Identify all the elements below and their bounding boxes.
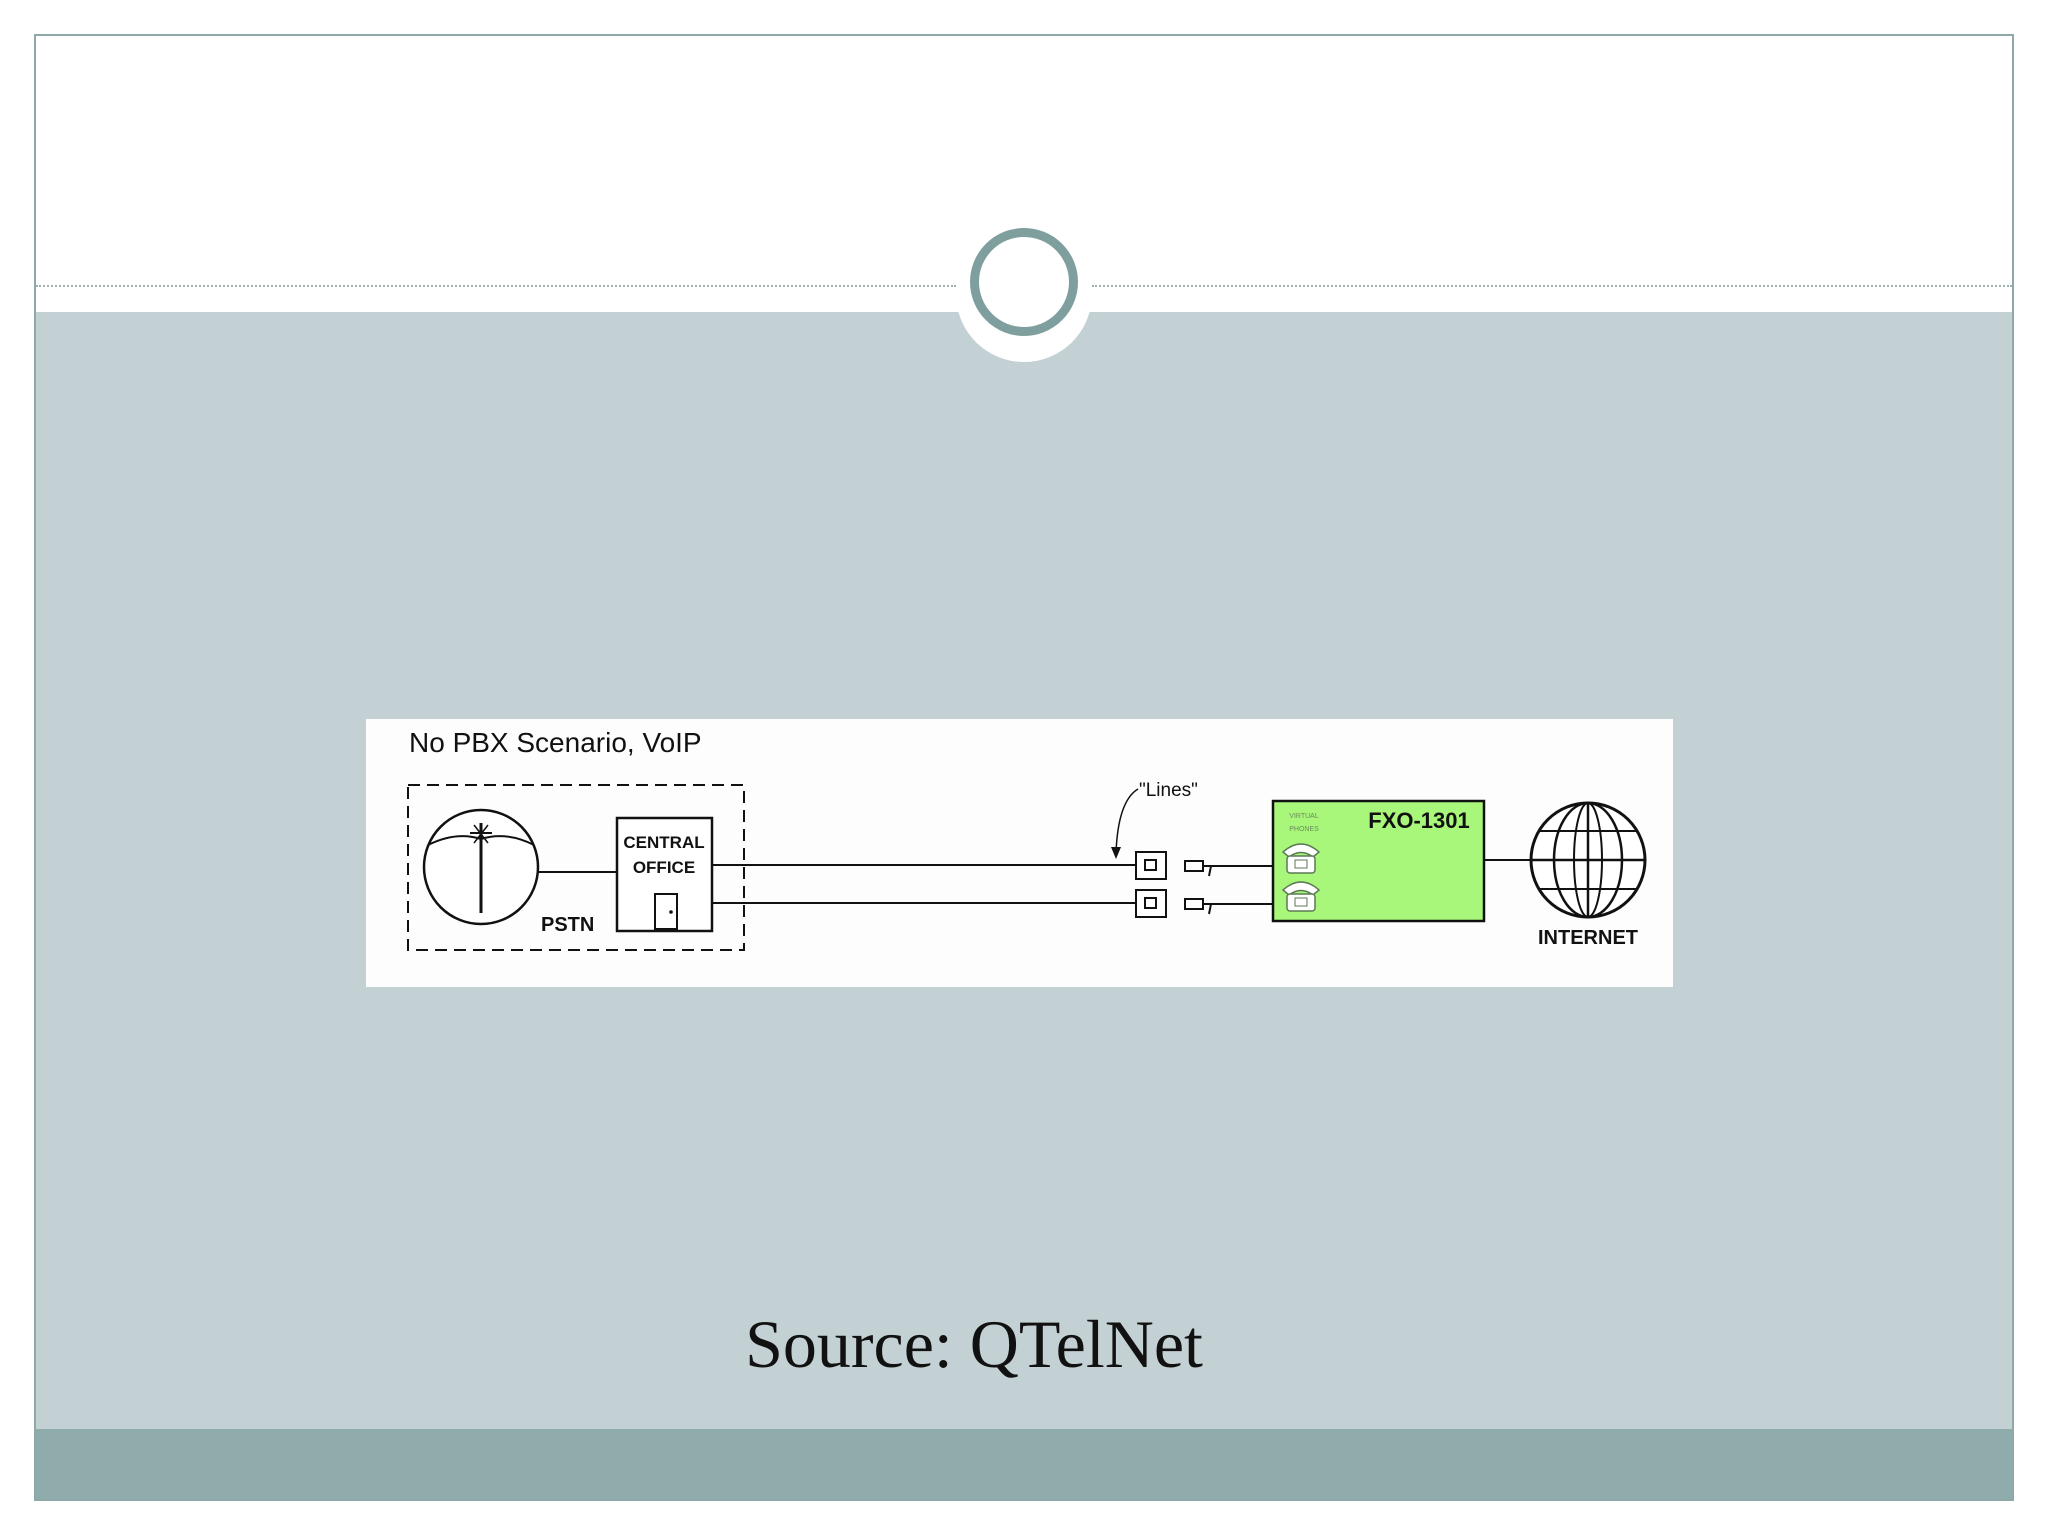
central-office-label-line1: CENTRAL [623, 833, 704, 852]
wall-jack-icon [1135, 851, 1167, 880]
central-office-label-line2: OFFICE [633, 858, 695, 877]
rj11-plug-icon [1184, 860, 1213, 877]
ring-ornament-icon [970, 228, 1078, 336]
diagram-title: No PBX Scenario, VoIP [409, 727, 702, 758]
lines-label: "Lines" [1139, 780, 1198, 801]
telephone-icon [1281, 881, 1321, 912]
voip-diagram: No PBX Scenario, VoIP PSTN CENTRAL OFFIC… [366, 719, 1673, 987]
internet-label: INTERNET [1538, 927, 1638, 949]
wall-jack-icon [1135, 889, 1167, 918]
telephone-icon [1281, 843, 1321, 874]
header-rule-left [36, 285, 956, 287]
internet-globe-icon [1529, 801, 1647, 919]
pstn-boundary [407, 784, 745, 951]
footer-band [36, 1429, 2012, 1499]
virtual-phones-label-line1: VIRTUAL [1289, 813, 1319, 820]
source-caption-text: Source: QTelNet [745, 1306, 1203, 1382]
fxo-device-label: FXO-1301 [1368, 808, 1470, 833]
source-caption: Source: QTelNet [0, 1305, 2048, 1384]
rj11-plug-icon [1184, 898, 1213, 915]
header-rule-right [1092, 285, 2012, 287]
pstn-tower-icon [422, 808, 540, 926]
lines-pointer-arrow [1115, 788, 1139, 854]
lines-arrowhead-icon [1111, 847, 1121, 859]
pstn-label: PSTN [541, 914, 594, 936]
diagram-svg: No PBX Scenario, VoIP PSTN CENTRAL OFFIC… [407, 727, 1647, 951]
virtual-phones-label-line2: PHONES [1289, 826, 1319, 833]
central-office-building-icon [615, 816, 714, 933]
